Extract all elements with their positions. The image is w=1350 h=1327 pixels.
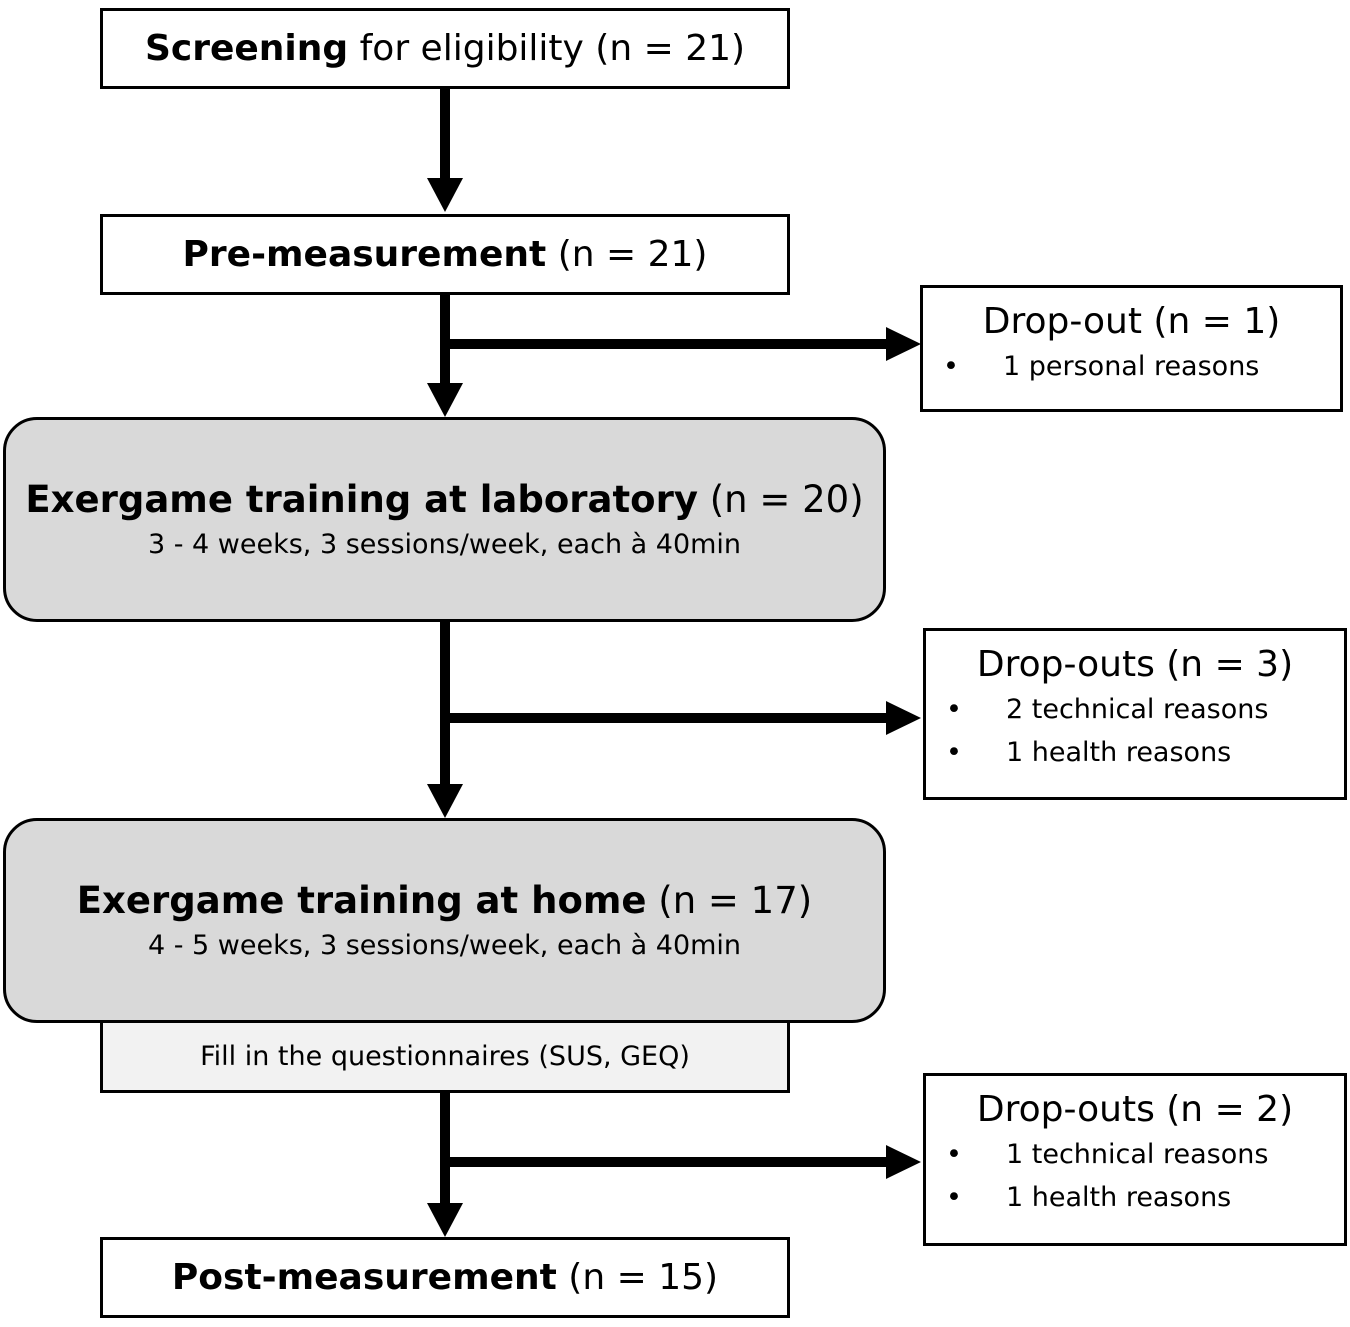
dropout-title-1: Drop-out (n = 1)	[982, 301, 1281, 342]
arrowhead-dropout-2	[886, 701, 921, 735]
screening-box: Screening for eligibility (n = 21)	[100, 8, 790, 89]
dropout-item: •2 technical reasons	[946, 693, 1269, 725]
dropout-item: •1 health reasons	[946, 737, 1232, 769]
dropout-item: •1 technical reasons	[946, 1138, 1269, 1170]
dropout-title-2: Drop-outs (n = 3)	[976, 644, 1294, 685]
dropout-box-3: Drop-outs (n = 2) •1 technical reasons •…	[923, 1073, 1347, 1246]
arrowhead-dropout-1	[886, 327, 921, 361]
home-training-label: Exergame training at home (n = 17)	[76, 878, 813, 922]
post-measurement-label: Post-measurement (n = 15)	[171, 1256, 719, 1298]
arrowhead-lab	[427, 383, 463, 417]
lab-training-detail: 3 - 4 weeks, 3 sessions/week, each à 40m…	[147, 529, 742, 561]
home-training-box: Exergame training at home (n = 17) 4 - 5…	[3, 818, 886, 1023]
screening-label: Screening for eligibility (n = 21)	[144, 27, 746, 69]
dropout-box-2: Drop-outs (n = 3) •2 technical reasons •…	[923, 628, 1347, 800]
dropout-title-3: Drop-outs (n = 2)	[976, 1089, 1294, 1130]
arrowhead-dropout-3	[886, 1145, 921, 1179]
post-measurement-box: Post-measurement (n = 15)	[100, 1237, 790, 1318]
pre-measurement-label: Pre-measurement (n = 21)	[182, 233, 708, 275]
arrowhead-post	[427, 1203, 463, 1237]
pre-measurement-box: Pre-measurement (n = 21)	[100, 214, 790, 295]
dropout-box-1: Drop-out (n = 1) •1 personal reasons	[920, 285, 1343, 412]
arrowhead-home	[427, 784, 463, 818]
lab-training-box: Exergame training at laboratory (n = 20)…	[3, 417, 886, 622]
dropout-item: •1 health reasons	[946, 1182, 1232, 1214]
dropout-item: •1 personal reasons	[943, 350, 1260, 382]
questionnaire-box: Fill in the questionnaires (SUS, GEQ)	[100, 1023, 790, 1093]
lab-training-label: Exergame training at laboratory (n = 20)	[25, 477, 864, 521]
home-training-detail: 4 - 5 weeks, 3 sessions/week, each à 40m…	[147, 930, 742, 962]
questionnaire-label: Fill in the questionnaires (SUS, GEQ)	[200, 1041, 690, 1072]
arrowhead-pre	[427, 178, 463, 212]
